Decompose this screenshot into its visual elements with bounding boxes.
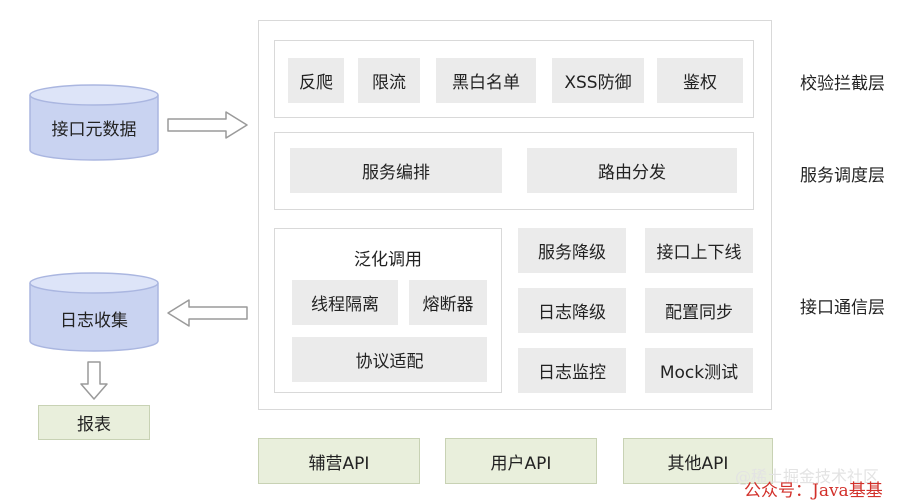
api-user: 用户API	[445, 438, 597, 484]
arrow-right-icon	[167, 111, 248, 139]
cell-mock-test: Mock测试	[645, 348, 753, 393]
cell-api-online-offline: 接口上下线	[645, 228, 753, 273]
cell-routing: 路由分发	[527, 148, 737, 193]
cell-xss-defense: XSS防御	[552, 58, 644, 103]
cell-black-white-list: 黑白名单	[436, 58, 536, 103]
log-db-label: 日志收集	[60, 310, 128, 331]
arrow-down-icon	[80, 361, 108, 400]
watermark-public-account: 公众号：Java基基	[744, 481, 883, 501]
cell-circuit-breaker: 熔断器	[409, 280, 487, 325]
api-auxiliary: 辅营API	[258, 438, 420, 484]
communication-layer-label: 接口通信层	[800, 298, 885, 318]
generic-invocation-title: 泛化调用	[354, 250, 422, 270]
arrow-left-icon	[167, 299, 248, 327]
interception-layer-label: 校验拦截层	[800, 74, 885, 94]
cell-rate-limit: 限流	[358, 58, 420, 103]
cell-thread-isolation: 线程隔离	[292, 280, 398, 325]
left-diagram-graphics	[29, 84, 248, 400]
metadata-db-icon	[29, 84, 159, 161]
cell-service-degrade: 服务降级	[518, 228, 626, 273]
api-other: 其他API	[623, 438, 773, 484]
cell-anti-crawler: 反爬	[288, 58, 344, 103]
watermark-juejin: @稀土掘金技术社区	[735, 467, 880, 486]
metadata-db-label: 接口元数据	[51, 119, 137, 140]
cell-protocol-adapter: 协议适配	[292, 337, 487, 382]
cell-authentication: 鉴权	[657, 58, 743, 103]
cell-log-monitor: 日志监控	[518, 348, 626, 393]
cell-log-degrade: 日志降级	[518, 288, 626, 333]
log-db-icon	[29, 272, 159, 352]
cell-orchestration: 服务编排	[290, 148, 502, 193]
cell-config-sync: 配置同步	[645, 288, 753, 333]
report-box: 报表	[38, 405, 150, 440]
dispatch-layer-label: 服务调度层	[800, 166, 885, 186]
